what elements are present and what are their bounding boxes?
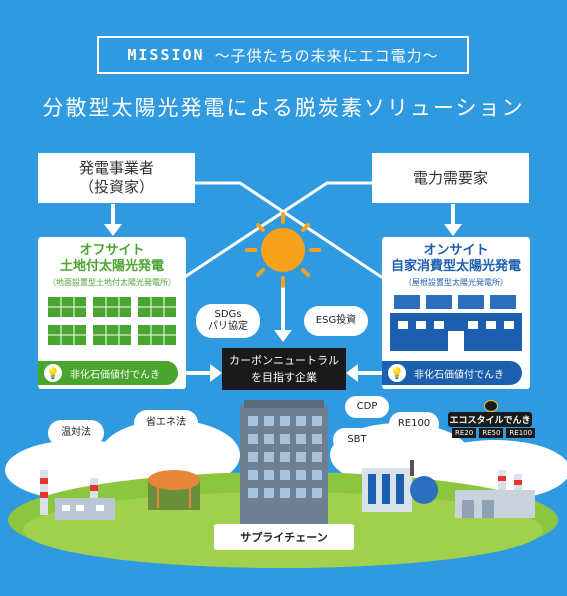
arrow-down-center	[274, 330, 292, 342]
esg-cloud: ESG投資	[304, 306, 368, 336]
sbt-label: SBT	[347, 434, 367, 445]
generator-label: 発電事業者	[78, 159, 154, 177]
office-tower-icon	[240, 400, 328, 524]
cross-line-left	[195, 181, 399, 290]
chemical-plant-icon	[362, 460, 438, 512]
sdgs-label: SDGs	[214, 309, 242, 320]
offsite-subtitle: （地面設置型土地付太陽光発電所）	[48, 278, 176, 287]
re100-label: RE100	[397, 418, 431, 429]
arrow-down-right	[444, 224, 462, 236]
lightbulb-icon: 💡	[388, 364, 406, 382]
sbt-cloud: SBT	[333, 428, 381, 452]
storage-tank-icon	[148, 470, 200, 510]
carbon-neutral-box: カーボンニュートラル を目指す企業	[222, 348, 346, 390]
sdgs-cloud: SDGs パリ協定	[196, 304, 260, 338]
offsite-panel: オフサイト 土地付太陽光発電 （地面設置型土地付太陽光発電所） 💡 非化石価値付…	[38, 237, 186, 389]
arrow-right-center	[210, 364, 222, 382]
factory-left-icon	[40, 470, 115, 520]
cdp-label: CDP	[356, 401, 378, 412]
re-tag: RE20	[452, 428, 477, 438]
investor-label: （投資家）	[78, 178, 154, 196]
sun-icon	[245, 212, 321, 288]
paris-agreement-label: パリ協定	[208, 321, 248, 332]
onsite-badge-label: 非化石価値付でんき	[414, 369, 504, 381]
mission-banner: MISSION 〜子供たちの未来にエコ電力〜	[97, 36, 469, 74]
shoene-cloud: 省エネ法	[134, 410, 198, 436]
offsite-badge-label: 非化石価値付でんき	[70, 369, 160, 381]
onsite-title-1: オンサイト	[423, 243, 489, 258]
bee-icon	[484, 400, 498, 412]
shoene-label: 省エネ法	[146, 417, 186, 428]
ground-solar-panels-icon	[48, 297, 176, 345]
onsite-subtitle: （屋根設置型太陽光発電所）	[404, 278, 508, 287]
mission-text: 〜子供たちの未来にエコ電力〜	[214, 46, 439, 65]
supply-chain-label: サプライチェーン	[214, 524, 354, 550]
onsite-badge: 💡 非化石価値付でんき	[382, 361, 522, 385]
re-tag: RE50	[479, 428, 504, 438]
ecostyle-logo: エコスタイルでんき RE20 RE50 RE100	[448, 400, 536, 440]
onsite-title-2: 自家消費型太陽光発電	[390, 259, 521, 274]
lightbulb-icon: 💡	[44, 364, 62, 382]
arrow-left-center	[346, 364, 358, 382]
page-title: 分散型太陽光発電による脱炭素ソリューション	[42, 96, 525, 120]
consumer-label: 電力需要家	[412, 168, 488, 187]
consumer-box: 電力需要家	[372, 153, 529, 203]
offsite-title-2: 土地付太陽光発電	[59, 259, 164, 274]
re100-cloud: RE100	[389, 412, 439, 436]
carbon-neutral-label: カーボンニュートラル	[229, 354, 339, 367]
rooftop-solar-factory-icon	[390, 295, 522, 351]
cdp-cloud: CDP	[345, 396, 389, 418]
factory-right-icon	[455, 470, 535, 518]
company-label: を目指す企業	[251, 371, 317, 384]
cross-line-right	[167, 181, 372, 290]
re-tag: RE100	[506, 428, 536, 438]
onsite-panel: オンサイト 自家消費型太陽光発電 （屋根設置型太陽光発電所） 💡 非化石価値付で…	[382, 237, 530, 389]
offsite-title-1: オフサイト	[79, 243, 145, 258]
esg-label: ESG投資	[315, 315, 357, 326]
re-tags: RE20 RE50 RE100	[452, 428, 536, 438]
ecostyle-logo-text: エコスタイルでんき	[448, 412, 532, 427]
generator-investor-box: 発電事業者 （投資家）	[38, 153, 195, 203]
ondaiho-label: 温対法	[61, 427, 91, 438]
ondaiho-cloud: 温対法	[48, 420, 104, 446]
offsite-badge: 💡 非化石価値付でんき	[38, 361, 178, 385]
arrow-down-left	[104, 224, 122, 236]
mission-word: MISSION	[127, 46, 205, 64]
